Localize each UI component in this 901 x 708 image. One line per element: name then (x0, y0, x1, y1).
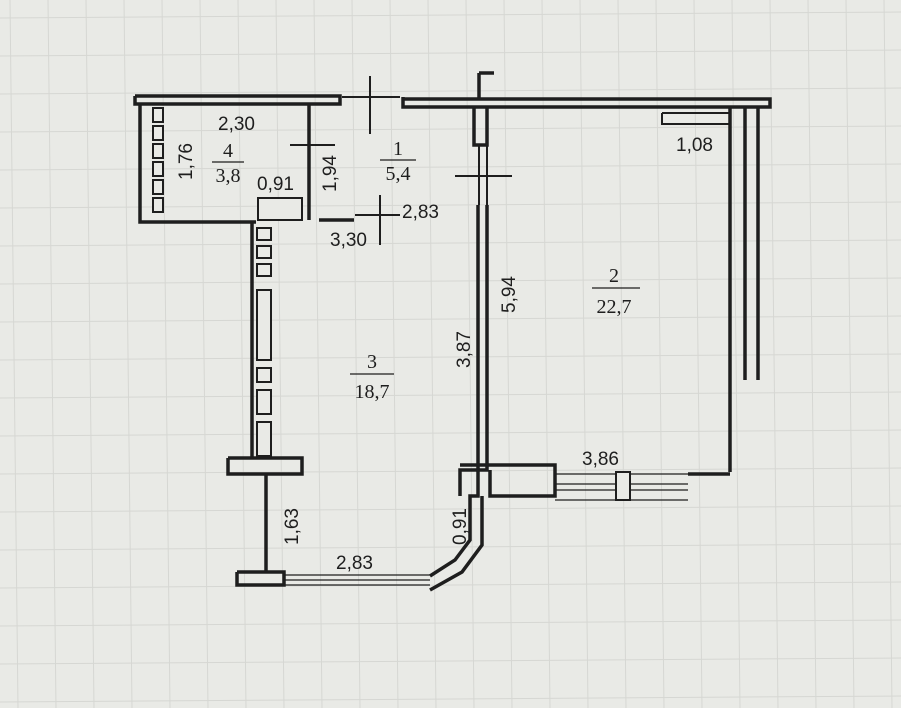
grid-line (427, 0, 437, 708)
grid-line (541, 0, 551, 708)
grid-line (351, 0, 361, 708)
dim-room2-length: 5,94 (499, 276, 520, 313)
dim-balcony-depth: 1,76 (176, 143, 197, 180)
grid-line (389, 0, 399, 708)
grid-line (0, 163, 901, 171)
grid-line (0, 391, 901, 399)
grid-line (0, 11, 901, 19)
svg-text:22,7: 22,7 (597, 296, 632, 318)
room-4-label: 4 3,8 (212, 140, 244, 187)
grid-line (0, 239, 901, 247)
dim-room3-bay: 0,91 (450, 508, 471, 545)
grid-line (807, 0, 817, 708)
grid-line (0, 619, 901, 627)
dim-room3-side-lower: 1,63 (282, 508, 303, 545)
grid-line (313, 0, 323, 708)
grid-line (0, 505, 901, 513)
grid-line (503, 0, 513, 708)
grid-line (655, 0, 665, 708)
room-1-label: 1 5,4 (380, 138, 416, 185)
grid-line (465, 0, 475, 708)
grid-line (0, 87, 901, 95)
grid-line (237, 0, 247, 708)
grid-line (0, 125, 901, 133)
grid-line (693, 0, 703, 708)
grid-line (0, 429, 901, 437)
grid-line (0, 201, 901, 209)
dim-room3-length: 3,87 (454, 331, 475, 368)
svg-text:3,8: 3,8 (216, 165, 241, 187)
grid-line (85, 0, 95, 708)
svg-text:18,7: 18,7 (355, 381, 390, 403)
grid-line (579, 0, 589, 708)
dim-balcony-door: 0,91 (257, 174, 294, 195)
svg-text:2: 2 (609, 265, 619, 287)
grid-line (0, 315, 901, 323)
dim-hall-width-bottom: 3,30 (330, 230, 367, 251)
grid-line (769, 0, 779, 708)
grid-line (0, 581, 901, 589)
grid-line (161, 0, 171, 708)
dim-balcony-width: 2,30 (218, 114, 255, 135)
walls (133, 71, 772, 592)
grid-line (0, 695, 901, 703)
grid-line (0, 49, 901, 57)
grid-line (0, 657, 901, 665)
room-2-label: 2 22,7 (592, 265, 640, 318)
dim-hall-depth: 1,94 (320, 155, 341, 192)
brick-blocks (152, 107, 272, 457)
dim-hall-width-top: 2,83 (402, 202, 439, 223)
grid-line (123, 0, 133, 708)
svg-text:4: 4 (223, 140, 233, 162)
grid-line (617, 0, 627, 708)
svg-text:5,4: 5,4 (386, 163, 411, 185)
grid-line (0, 543, 901, 551)
svg-text:1: 1 (393, 138, 403, 160)
grid-line (199, 0, 209, 708)
grid-line (47, 0, 57, 708)
grid-line (0, 467, 901, 475)
grid-line (275, 0, 285, 708)
room-3-label: 3 18,7 (350, 351, 394, 403)
dim-room2-wall: 1,08 (676, 135, 713, 156)
svg-text:3: 3 (367, 351, 377, 373)
dim-room3-window: 2,83 (336, 553, 373, 574)
grid-line (0, 277, 901, 285)
grid-line (9, 0, 19, 708)
grid-line (731, 0, 741, 708)
dim-room2-window: 3,86 (582, 449, 619, 470)
grid-line (0, 353, 901, 361)
